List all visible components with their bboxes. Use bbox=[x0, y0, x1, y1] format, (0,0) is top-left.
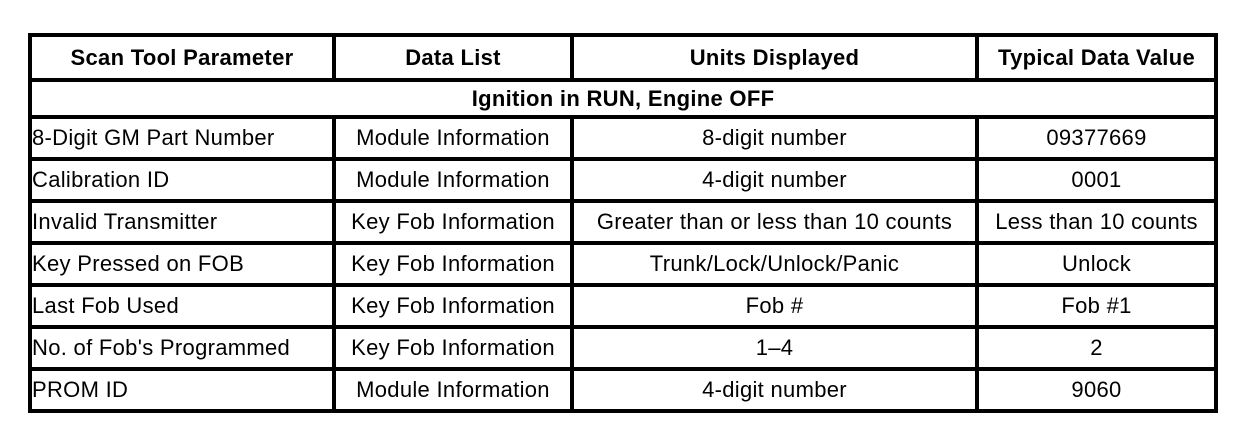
table-row: PROM ID Module Information 4-digit numbe… bbox=[28, 367, 1218, 413]
cell-data-list: Module Information bbox=[332, 115, 574, 161]
section-header-row: Ignition in RUN, Engine OFF bbox=[28, 78, 1218, 119]
table-header-row: Scan Tool Parameter Data List Units Disp… bbox=[28, 33, 1218, 82]
cell-units-displayed: 8-digit number bbox=[570, 115, 979, 161]
cell-typical-data-value: Fob #1 bbox=[975, 283, 1218, 329]
column-header-scan-tool-parameter: Scan Tool Parameter bbox=[28, 33, 336, 82]
scan-tool-data-table: Scan Tool Parameter Data List Units Disp… bbox=[28, 33, 1218, 413]
cell-typical-data-value: Less than 10 counts bbox=[975, 199, 1218, 245]
cell-data-list: Module Information bbox=[332, 367, 574, 413]
table-row: No. of Fob's Programmed Key Fob Informat… bbox=[28, 325, 1218, 371]
cell-units-displayed: 1–4 bbox=[570, 325, 979, 371]
cell-scan-tool-parameter: Calibration ID bbox=[28, 157, 336, 203]
cell-typical-data-value: 9060 bbox=[975, 367, 1218, 413]
cell-data-list: Key Fob Information bbox=[332, 199, 574, 245]
cell-data-list: Key Fob Information bbox=[332, 241, 574, 287]
cell-scan-tool-parameter: Invalid Transmitter bbox=[28, 199, 336, 245]
cell-data-list: Key Fob Information bbox=[332, 283, 574, 329]
cell-units-displayed: 4-digit number bbox=[570, 367, 979, 413]
cell-units-displayed: Fob # bbox=[570, 283, 979, 329]
cell-units-displayed: 4-digit number bbox=[570, 157, 979, 203]
cell-scan-tool-parameter: Key Pressed on FOB bbox=[28, 241, 336, 287]
cell-data-list: Key Fob Information bbox=[332, 325, 574, 371]
cell-typical-data-value: 2 bbox=[975, 325, 1218, 371]
cell-typical-data-value: Unlock bbox=[975, 241, 1218, 287]
cell-scan-tool-parameter: 8-Digit GM Part Number bbox=[28, 115, 336, 161]
cell-typical-data-value: 09377669 bbox=[975, 115, 1218, 161]
column-header-typical-data-value: Typical Data Value bbox=[975, 33, 1218, 82]
cell-typical-data-value: 0001 bbox=[975, 157, 1218, 203]
table-row: Last Fob Used Key Fob Information Fob # … bbox=[28, 283, 1218, 329]
cell-units-displayed: Trunk/Lock/Unlock/Panic bbox=[570, 241, 979, 287]
cell-data-list: Module Information bbox=[332, 157, 574, 203]
cell-scan-tool-parameter: No. of Fob's Programmed bbox=[28, 325, 336, 371]
column-header-data-list: Data List bbox=[332, 33, 574, 82]
table-row: 8-Digit GM Part Number Module Informatio… bbox=[28, 115, 1218, 161]
table-row: Calibration ID Module Information 4-digi… bbox=[28, 157, 1218, 203]
section-header-ignition-run-engine-off: Ignition in RUN, Engine OFF bbox=[28, 78, 1218, 119]
column-header-units-displayed: Units Displayed bbox=[570, 33, 979, 82]
cell-units-displayed: Greater than or less than 10 counts bbox=[570, 199, 979, 245]
cell-scan-tool-parameter: Last Fob Used bbox=[28, 283, 336, 329]
cell-scan-tool-parameter: PROM ID bbox=[28, 367, 336, 413]
table-row: Key Pressed on FOB Key Fob Information T… bbox=[28, 241, 1218, 287]
table-row: Invalid Transmitter Key Fob Information … bbox=[28, 199, 1218, 245]
